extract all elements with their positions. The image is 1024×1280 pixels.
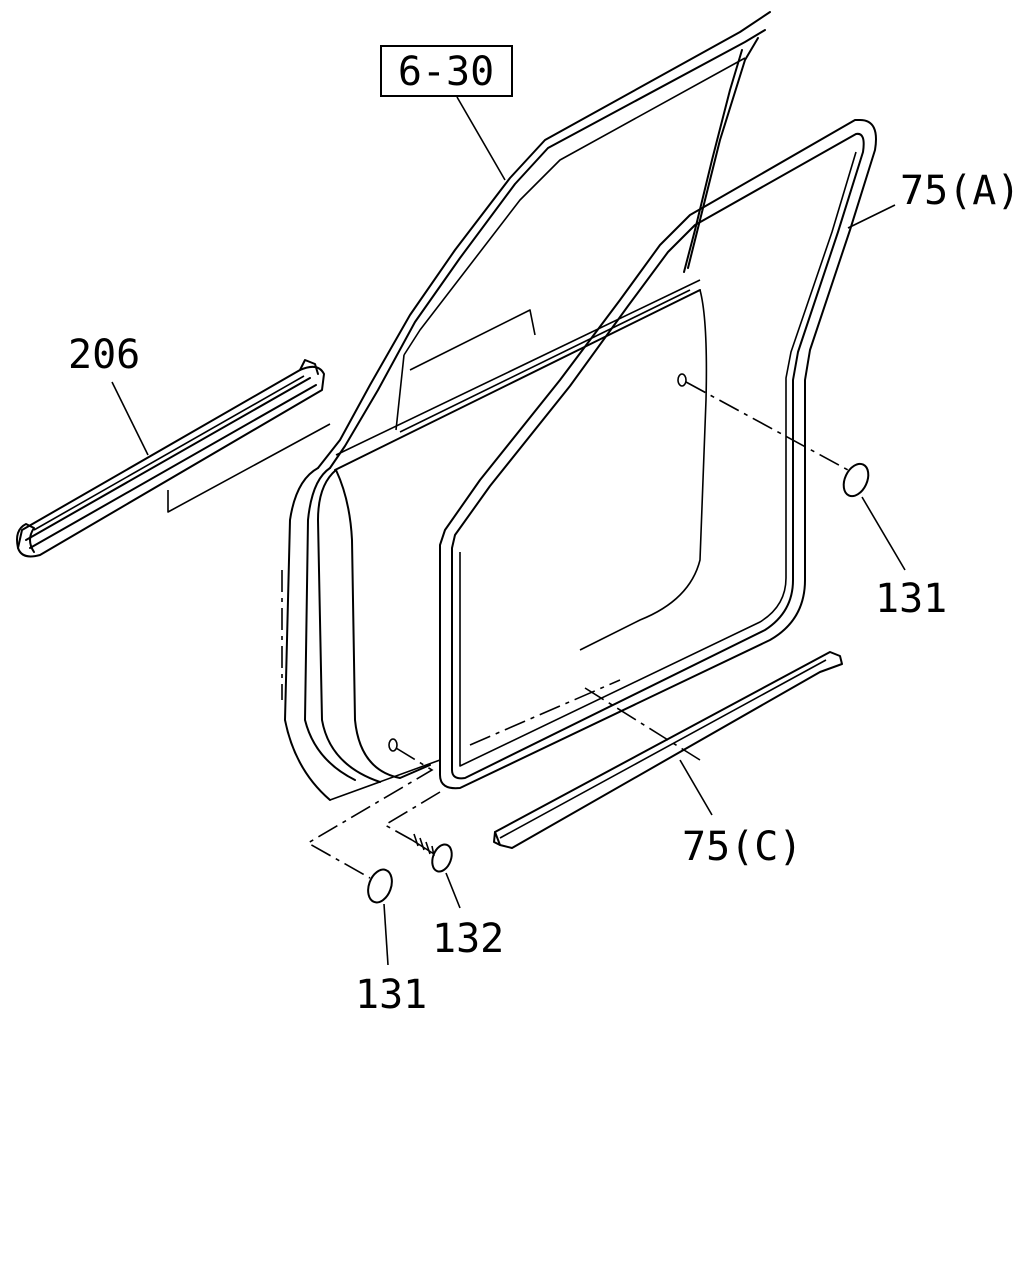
ref-box-label: 6-30 [398, 49, 494, 95]
belt-molding-206 [16, 309, 536, 558]
label-206[interactable]: 206 [68, 332, 140, 378]
label-75c[interactable]: 75(C) [682, 824, 802, 870]
label-132[interactable]: 132 [432, 916, 504, 962]
plug-131-lower [306, 747, 434, 904]
label-131-lower[interactable]: 131 [355, 972, 427, 1018]
label-131-upper[interactable]: 131 [875, 576, 947, 622]
weatherstrip-a [439, 119, 877, 790]
label-75a[interactable]: 75(A) [900, 168, 1020, 214]
door-frame-outline [281, 11, 771, 801]
plug-131-upper [685, 381, 870, 498]
leader-lines [111, 96, 906, 966]
clip-132 [383, 791, 453, 873]
ref-box-6-30[interactable]: 6-30 [380, 45, 513, 97]
weatherstrip-c [493, 651, 843, 849]
